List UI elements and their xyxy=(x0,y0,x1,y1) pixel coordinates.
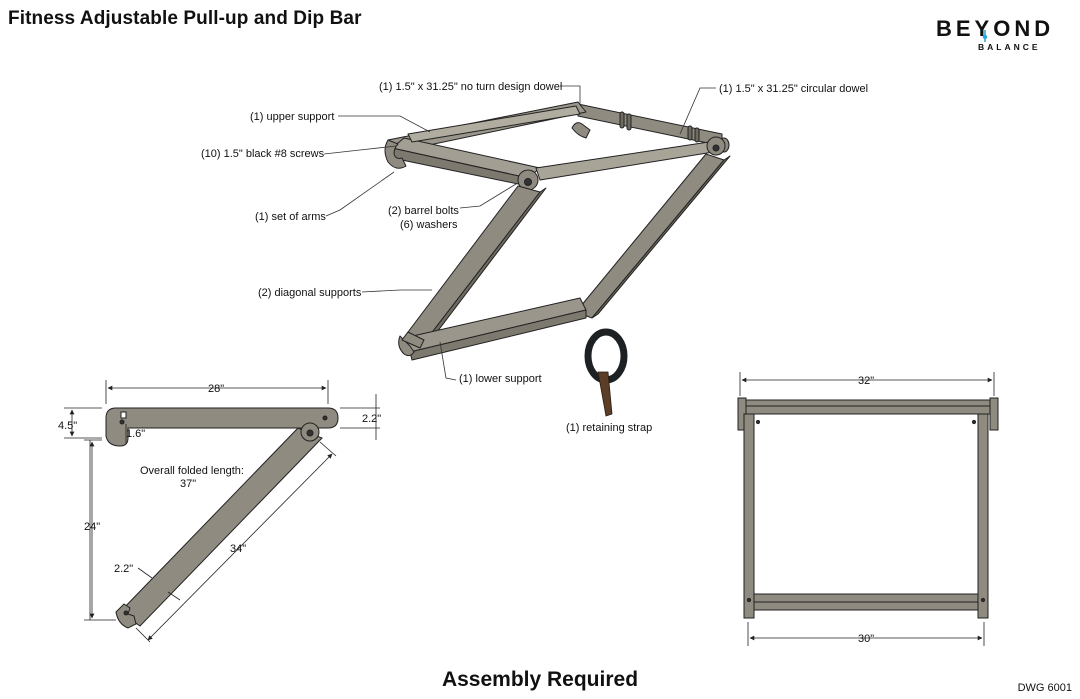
dim-side-diagonal-length: 34" xyxy=(230,543,246,555)
callout-lower-support: (1) lower support xyxy=(459,373,542,385)
front-top-bar xyxy=(741,399,995,415)
side-overall-label: Overall folded length: xyxy=(140,465,244,477)
dim-side-height: 4.5" xyxy=(58,420,77,432)
side-view xyxy=(105,407,339,629)
dim-side-diagonal-thickness: 2.2" xyxy=(114,563,133,575)
side-view-dimensions xyxy=(64,380,380,643)
retaining-strap-image xyxy=(584,328,628,417)
callout-screws: (10) 1.5" black #8 screws xyxy=(201,148,325,160)
front-view xyxy=(737,397,999,619)
dim-side-height-total: 24" xyxy=(84,521,100,533)
callout-washers: (6) washers xyxy=(400,219,458,231)
page-title: Fitness Adjustable Pull-up and Dip Bar xyxy=(8,8,362,29)
side-top-bar xyxy=(105,407,339,447)
callout-no-turn-dowel: (1) 1.5" x 31.25" no turn design dowel xyxy=(379,81,562,93)
diagonal-support-right xyxy=(575,153,725,319)
callout-upper-support: (1) upper support xyxy=(250,111,334,123)
callout-arms: (1) set of arms xyxy=(255,211,326,223)
dim-side-bar-thickness: 2.2" xyxy=(362,413,381,425)
back-rail xyxy=(577,103,723,147)
callout-circular-dowel: (1) 1.5" x 31.25" circular dowel xyxy=(719,83,868,95)
callout-retaining-strap: (1) retaining strap xyxy=(566,422,652,434)
no-turn-dowel xyxy=(407,105,581,143)
back-hook xyxy=(571,122,591,139)
callout-barrel-bolts: (2) barrel bolts xyxy=(388,205,459,217)
assembly-iso-view xyxy=(384,101,731,361)
front-view-dimensions xyxy=(739,372,995,646)
brand-logo: BEYOND BALANCE xyxy=(936,16,1061,56)
dim-front-bottom-width: 30" xyxy=(858,633,874,645)
callout-diagonal-supports: (2) diagonal supports xyxy=(258,287,362,299)
side-overall-value: 37" xyxy=(180,478,196,490)
front-left-leg xyxy=(743,413,755,619)
callout-leaders xyxy=(323,85,716,381)
dim-front-top-width: 32" xyxy=(858,375,874,387)
assembly-required-footer: Assembly Required xyxy=(441,668,639,691)
logo-word-beyond: BEYOND xyxy=(936,16,1055,41)
dim-side-length: 28" xyxy=(208,383,224,395)
front-right-leg xyxy=(977,413,989,619)
logo-word-balance: BALANCE xyxy=(978,42,1041,52)
side-diagonal xyxy=(119,427,323,627)
left-arm-hook xyxy=(384,139,407,169)
drawing-number: DWG 6001 xyxy=(1017,682,1072,694)
dim-side-slot: 1.6" xyxy=(126,428,145,440)
